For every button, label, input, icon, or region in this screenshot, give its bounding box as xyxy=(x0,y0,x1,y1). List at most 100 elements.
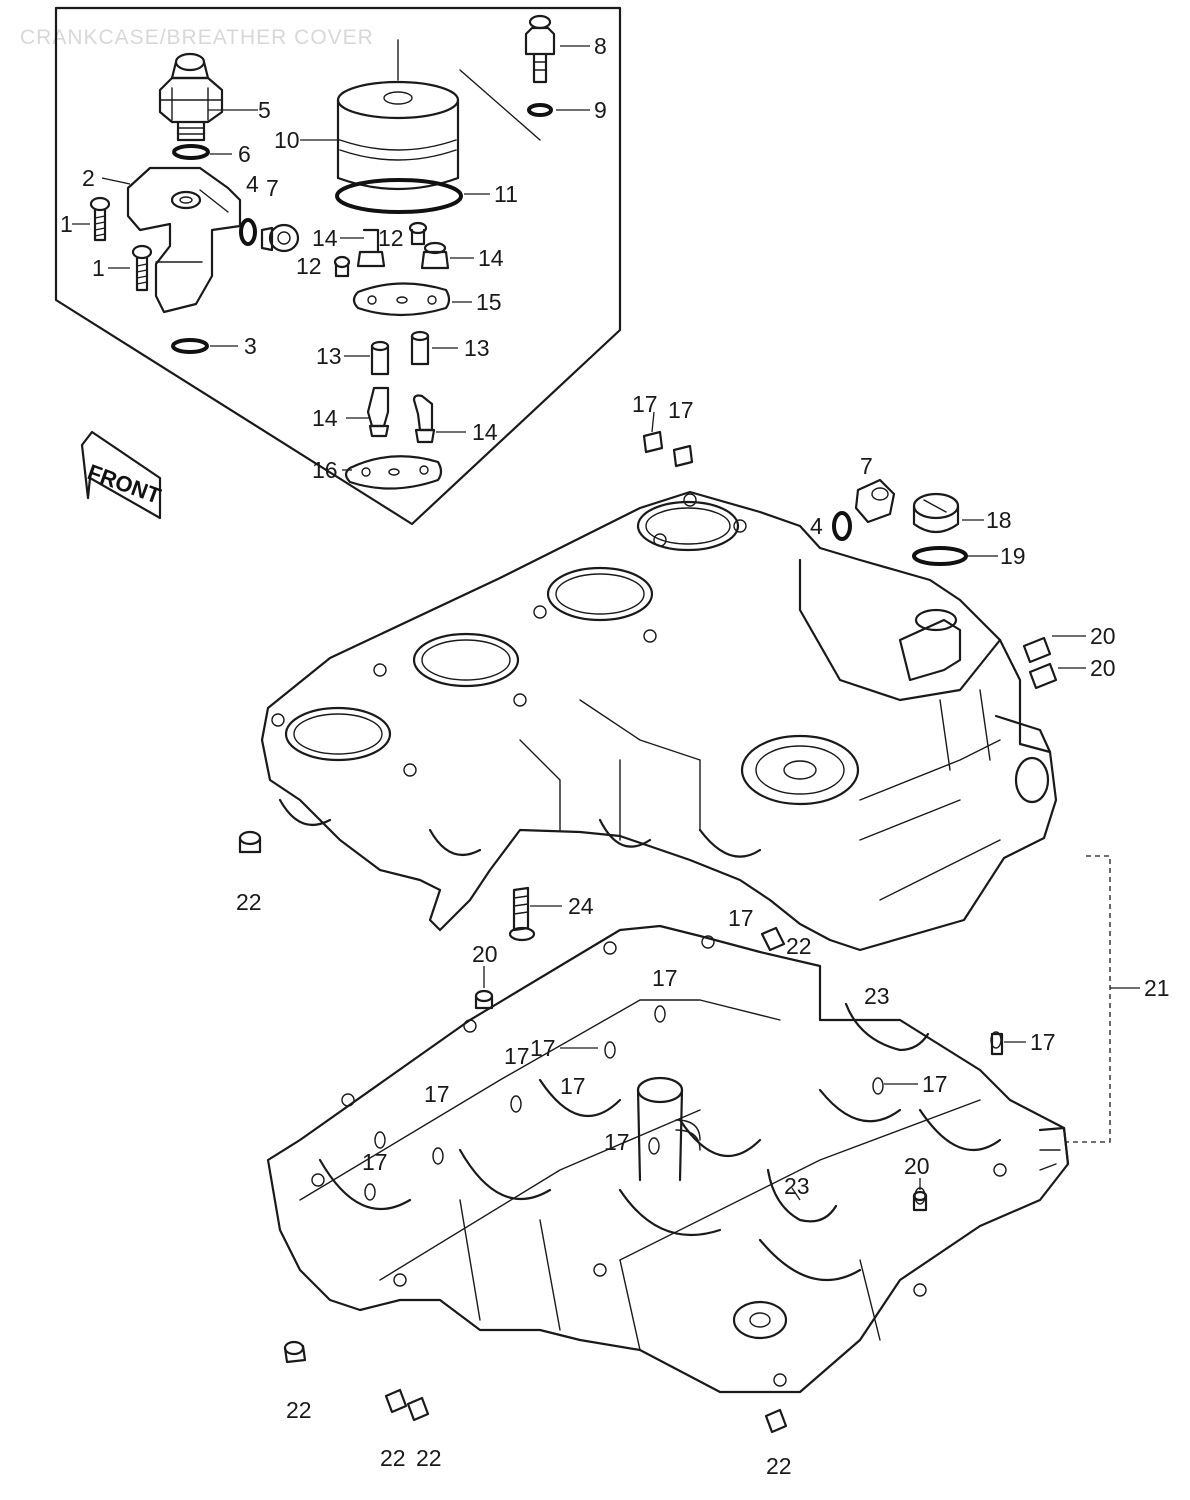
callout-8: 8 xyxy=(594,33,607,59)
callout-24: 24 xyxy=(568,893,594,919)
o-ring-icon xyxy=(832,511,852,541)
upper-crankcase-icon xyxy=(260,490,1058,952)
callout-22: 22 xyxy=(766,1453,792,1479)
callout-20: 20 xyxy=(1090,655,1116,681)
pipe-icon xyxy=(410,330,430,366)
callout-17: 17 xyxy=(362,1149,388,1175)
o-ring-icon xyxy=(527,103,553,117)
banjo-fitting-icon xyxy=(854,478,896,524)
callout-22: 22 xyxy=(286,1397,312,1423)
lower-crankcase-icon xyxy=(266,924,1070,1394)
bracket-line xyxy=(1066,855,1111,1143)
callout-1: 1 xyxy=(92,255,105,281)
inset-frame xyxy=(54,6,622,526)
elbow-fitting-icon xyxy=(412,394,436,444)
callout-7: 7 xyxy=(266,175,279,201)
callout-17: 17 xyxy=(922,1071,948,1097)
bolt-icon xyxy=(131,244,153,292)
o-ring-icon xyxy=(239,218,257,246)
dowel-icon xyxy=(764,1408,788,1434)
dowel-icon xyxy=(760,926,786,952)
callout-12: 12 xyxy=(296,253,322,279)
callout-17: 17 xyxy=(668,397,694,423)
leader-lines xyxy=(72,45,1086,1201)
callout-23: 23 xyxy=(864,983,890,1009)
callout-14: 14 xyxy=(312,405,338,431)
dowel-icon xyxy=(912,1190,928,1212)
callout-13: 13 xyxy=(464,335,490,361)
callout-4: 4 xyxy=(810,513,823,539)
callout-18: 18 xyxy=(986,507,1012,533)
callout-1: 1 xyxy=(60,211,73,237)
callout-17: 17 xyxy=(504,1043,530,1069)
dowel-icon xyxy=(474,989,494,1010)
callout-22: 22 xyxy=(786,933,812,959)
diagram-title: CRANKCASE/BREATHER COVER xyxy=(20,26,374,49)
callout-22: 22 xyxy=(236,889,262,915)
callout-17: 17 xyxy=(652,965,678,991)
oil-filler-cap-icon xyxy=(912,492,960,534)
callout-17: 17 xyxy=(728,905,754,931)
dowel-icon xyxy=(283,1340,307,1364)
callout-7: 7 xyxy=(860,453,873,479)
callout-16: 16 xyxy=(312,457,338,483)
callout-20: 20 xyxy=(904,1153,930,1179)
dowel-icon xyxy=(642,430,694,468)
callout-6: 6 xyxy=(238,141,251,167)
callout-17: 17 xyxy=(632,391,658,417)
callout-21: 21 xyxy=(1144,975,1170,1001)
fitting-icon xyxy=(356,228,386,268)
o-ring-icon xyxy=(912,546,968,566)
dowel-icon xyxy=(238,830,262,854)
callout-15: 15 xyxy=(476,289,502,315)
callout-14: 14 xyxy=(472,419,498,445)
callout-9: 9 xyxy=(594,97,607,123)
callout-14: 14 xyxy=(312,225,338,251)
callout-19: 19 xyxy=(1000,543,1026,569)
elbow-fitting-icon xyxy=(366,386,390,438)
callout-20: 20 xyxy=(472,941,498,967)
bolt-icon xyxy=(89,196,111,242)
o-ring-icon xyxy=(335,178,463,214)
callout-5: 5 xyxy=(258,97,271,123)
callout-23: 23 xyxy=(784,1173,810,1199)
callout-labels: 1 1 2 3 4 4 5 6 7 7 8 9 10 11 12 12 13 1… xyxy=(60,33,1170,1479)
front-arrow-icon: FRONT xyxy=(80,430,165,520)
fitting-icon xyxy=(333,255,351,278)
callout-4: 4 xyxy=(246,171,259,197)
fitting-icon xyxy=(420,241,450,270)
callout-20: 20 xyxy=(1090,623,1116,649)
dowel-icon xyxy=(990,1032,1004,1056)
o-ring-icon xyxy=(172,144,210,160)
callout-14: 14 xyxy=(478,245,504,271)
leader-line xyxy=(459,69,541,141)
callout-12: 12 xyxy=(378,225,404,251)
callout-17: 17 xyxy=(424,1081,450,1107)
callout-13: 13 xyxy=(316,343,342,369)
pipe-icon xyxy=(370,340,390,376)
callout-3: 3 xyxy=(244,333,257,359)
callout-10: 10 xyxy=(274,127,300,153)
banjo-fitting-icon xyxy=(260,223,300,253)
oil-pressure-switch-icon xyxy=(158,52,224,142)
oil-filter-icon xyxy=(336,80,460,191)
callout-17: 17 xyxy=(560,1073,586,1099)
union-bolt-icon xyxy=(524,14,556,84)
callout-22: 22 xyxy=(380,1445,406,1471)
callout-22: 22 xyxy=(416,1445,442,1471)
plate-icon xyxy=(344,455,443,490)
callout-2: 2 xyxy=(82,165,95,191)
callout-17: 17 xyxy=(530,1035,556,1061)
bolt-icon xyxy=(508,886,536,942)
dowel-icon xyxy=(384,1388,430,1422)
o-ring-icon xyxy=(171,338,209,354)
callout-17: 17 xyxy=(604,1129,630,1155)
breather-tube-icon xyxy=(844,1002,930,1052)
dowel-icon xyxy=(1022,636,1058,690)
breather-tube-icon xyxy=(766,1168,838,1223)
front-label: FRONT xyxy=(84,459,164,509)
callout-17: 17 xyxy=(1030,1029,1056,1055)
callout-11: 11 xyxy=(494,181,518,207)
plate-icon xyxy=(352,282,451,317)
